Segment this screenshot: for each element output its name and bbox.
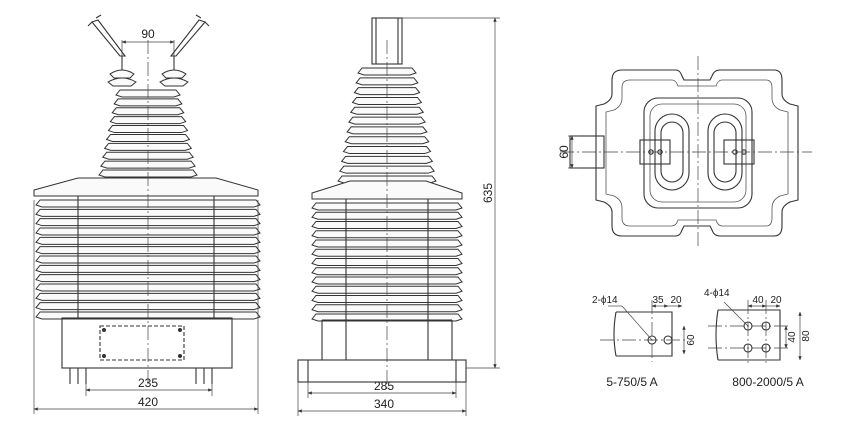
dim-35-label: 35 <box>652 295 664 306</box>
front-view: 90 235 420 <box>33 14 261 414</box>
dim-base-width-front: 420 <box>33 200 259 414</box>
dim-20-label: 20 <box>670 295 682 306</box>
dim-base-bolt-front: 235 <box>85 376 213 396</box>
dim-635-label: 635 <box>481 183 495 203</box>
shed <box>35 227 261 236</box>
dim-terminal-width: 60 <box>557 135 580 169</box>
caption-small: 5-750/5 A <box>606 375 657 389</box>
caption-large: 800-2000/5 A <box>732 375 803 389</box>
shed <box>100 160 196 169</box>
dim-60-label: 60 <box>557 145 571 159</box>
shoulder-cap <box>33 177 259 197</box>
dim-terminal-spacing: 90 <box>121 27 175 56</box>
shed <box>311 248 463 257</box>
dim-285-label: 285 <box>374 379 394 393</box>
dim-340-label: 340 <box>374 397 394 411</box>
shed <box>311 276 463 285</box>
base-front <box>61 317 233 384</box>
shed <box>351 96 423 105</box>
dim-base-width-side: 340 <box>297 382 467 416</box>
shed <box>35 255 261 264</box>
dim-60-small-label: 60 <box>686 334 697 346</box>
detail-large: 4-ϕ14 40 20 40 80 800-2000/5 A <box>704 288 812 389</box>
dim-40-label: 40 <box>752 295 764 306</box>
dim-base-bolt-side: 285 <box>307 379 457 398</box>
shed <box>109 116 187 125</box>
terminal-bushings <box>107 69 189 87</box>
dim-20b-label: 20 <box>770 295 782 306</box>
hole-label-small: 2-ϕ14 <box>592 295 618 306</box>
detail-small: 2-ϕ14 35 20 60 5-750/5 A <box>592 295 697 389</box>
side-view: 635 285 340 <box>297 17 500 416</box>
dim-height: 635 <box>402 17 500 369</box>
dim-420-label: 420 <box>138 395 158 409</box>
shed <box>35 292 261 301</box>
base-side <box>297 319 467 383</box>
hole-label-large: 4-ϕ14 <box>704 288 730 299</box>
shed <box>355 77 419 86</box>
dim-235-label: 235 <box>138 376 158 390</box>
terminal-leads <box>87 14 210 70</box>
dim-90-label: 90 <box>141 27 155 41</box>
dim-80-label: 80 <box>801 330 812 342</box>
lower-sheds <box>311 202 463 322</box>
shed <box>338 165 436 174</box>
shed <box>311 211 463 220</box>
shed <box>348 116 426 125</box>
dim-40v-label: 40 <box>787 331 798 343</box>
top-view: 60 <box>557 56 812 248</box>
